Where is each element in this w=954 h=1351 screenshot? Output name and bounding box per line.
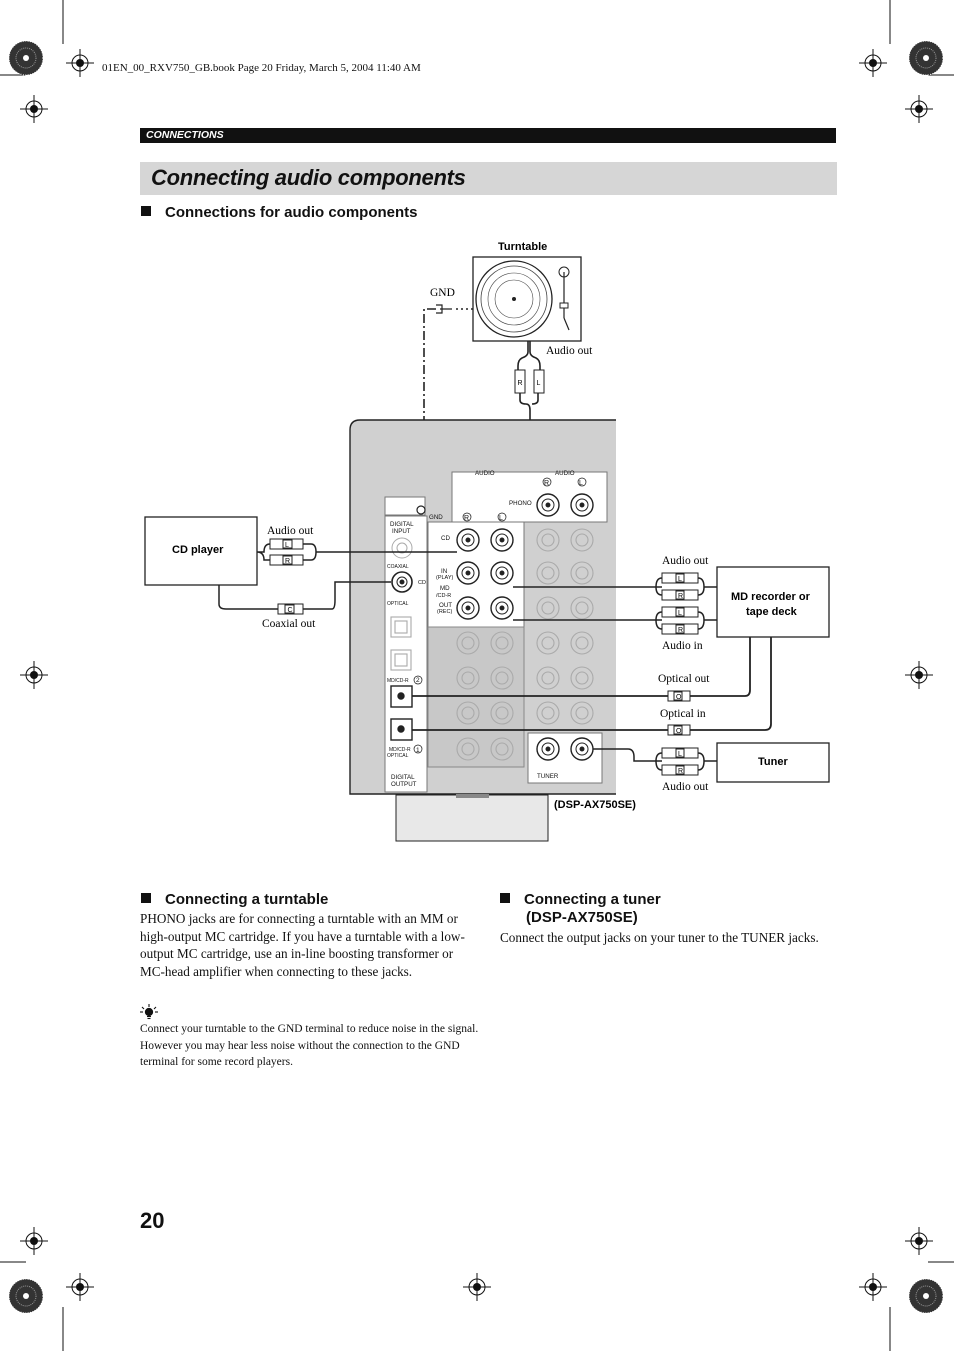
svg-text:Optical in: Optical in — [660, 708, 706, 720]
turntable-body: PHONO jacks are for connecting a turntab… — [140, 911, 465, 979]
subheading: Connections for audio components — [141, 204, 418, 221]
tuner-body: Connect the output jacks on your tuner t… — [500, 930, 819, 945]
svg-text:AUDIO: AUDIO — [555, 470, 575, 477]
optical-jacks — [390, 685, 413, 741]
svg-text:R: R — [464, 515, 469, 522]
svg-text:L: L — [499, 515, 503, 522]
svg-text:GND: GND — [429, 514, 443, 521]
tuner-box — [716, 742, 830, 783]
svg-text:L: L — [537, 380, 541, 387]
svg-text:TUNER: TUNER — [537, 773, 559, 780]
cd-player-label: CD player — [172, 544, 224, 556]
tuner-heading: Connecting a tuner — [500, 891, 661, 908]
title-bar — [140, 162, 837, 195]
turntable-audio-out-label: Audio out — [546, 345, 593, 357]
svg-text:DIGITAL: DIGITAL — [391, 774, 415, 781]
svg-text:tape deck: tape deck — [746, 606, 798, 618]
turntable-heading: Connecting a turntable — [141, 891, 328, 908]
svg-text:R: R — [678, 593, 683, 600]
section-label: CONNECTIONS — [146, 129, 224, 141]
receiver-rear-panel — [349, 419, 616, 842]
svg-text:Coaxial out: Coaxial out — [262, 618, 316, 630]
svg-text:L: L — [285, 542, 289, 549]
svg-text:MD: MD — [440, 585, 450, 592]
svg-text:MD/CD-R: MD/CD-R — [387, 678, 409, 684]
file-header: 01EN_00_RXV750_GB.book Page 20 Friday, M… — [102, 62, 421, 74]
tuner-heading-model: (DSP-AX750SE) — [526, 909, 638, 926]
turntable-cable — [517, 341, 541, 487]
svg-text:C: C — [288, 607, 293, 614]
svg-text:PHONO: PHONO — [509, 500, 532, 507]
svg-text:R: R — [285, 558, 290, 565]
svg-text:L: L — [678, 576, 682, 583]
square-bullet-icon — [141, 893, 151, 903]
svg-text:COAXIAL: COAXIAL — [387, 564, 409, 570]
svg-text:OPTICAL: OPTICAL — [387, 753, 409, 759]
svg-text:Optical out: Optical out — [658, 673, 710, 685]
turntable-illustration — [472, 256, 582, 342]
svg-text:L: L — [678, 751, 682, 758]
svg-text:O: O — [676, 728, 682, 735]
svg-text:(PLAY): (PLAY) — [436, 575, 453, 581]
section-bar — [140, 128, 836, 143]
svg-text:(REC): (REC) — [437, 609, 452, 615]
unused-jacks — [390, 528, 594, 761]
page-number: 20 — [140, 1208, 165, 1233]
svg-text:OUT: OUT — [439, 602, 452, 609]
connection-diagram: Turntable GND Audio out R L — [144, 241, 830, 842]
svg-text:CD: CD — [418, 580, 426, 586]
svg-text:MD recorder or: MD recorder or — [731, 591, 811, 603]
turntable-tip: Connect your turntable to the GND termin… — [140, 1023, 479, 1068]
model-note: (DSP-AX750SE) — [554, 799, 636, 811]
svg-text:R: R — [678, 627, 683, 634]
svg-text:Audio out: Audio out — [267, 525, 314, 537]
svg-text:Audio in: Audio in — [662, 640, 703, 652]
svg-text:OPTICAL: OPTICAL — [387, 601, 409, 607]
svg-text:Tuner: Tuner — [758, 756, 788, 768]
svg-text:O: O — [676, 694, 682, 701]
svg-text:L: L — [579, 480, 583, 487]
turntable-label: Turntable — [498, 241, 547, 253]
svg-text:Audio out: Audio out — [662, 555, 709, 567]
svg-text:MD/CD-R: MD/CD-R — [389, 747, 411, 753]
svg-text:CD: CD — [441, 535, 450, 542]
page-title: Connecting audio components — [151, 165, 466, 190]
svg-text:DIGITAL: DIGITAL — [390, 521, 414, 528]
svg-text:2: 2 — [416, 677, 420, 684]
svg-text:R: R — [678, 768, 683, 775]
svg-text:IN: IN — [441, 568, 447, 575]
svg-text:AUDIO: AUDIO — [475, 470, 495, 477]
svg-text:R: R — [544, 480, 549, 487]
square-bullet-icon — [500, 893, 510, 903]
svg-text:L: L — [678, 610, 682, 617]
svg-text:OUTPUT: OUTPUT — [391, 781, 417, 788]
md-recorder-box — [716, 566, 830, 638]
cd-player-box — [144, 516, 258, 586]
svg-text:Audio out: Audio out — [662, 781, 709, 793]
svg-text:1: 1 — [416, 747, 420, 754]
svg-text:INPUT: INPUT — [392, 528, 411, 535]
square-bullet-icon — [141, 206, 151, 216]
panel-jacks — [391, 493, 594, 761]
gnd-label: GND — [430, 287, 455, 299]
svg-text:/CD-R: /CD-R — [436, 593, 451, 599]
lightbulb-icon — [140, 1004, 158, 1020]
svg-text:R: R — [518, 380, 523, 387]
